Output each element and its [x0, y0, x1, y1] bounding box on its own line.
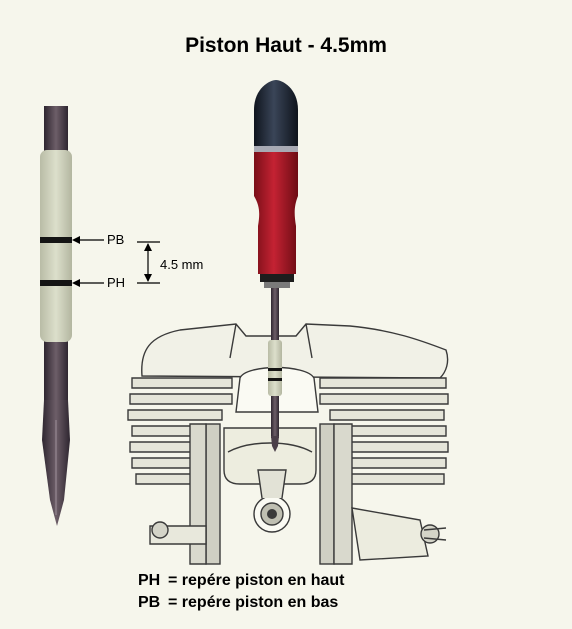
- legend-ph: PH = repére piston en haut: [138, 572, 344, 590]
- tape-sleeve: [40, 150, 72, 342]
- mark-ph: [40, 280, 72, 286]
- label-pb: PB: [107, 232, 125, 247]
- screwdriver-inserted: [254, 80, 298, 452]
- screwdriver-closeup: [40, 106, 72, 526]
- engine-cylinder: [127, 323, 449, 565]
- handle-cap: [254, 80, 298, 146]
- dimension-marker: [137, 241, 160, 284]
- label-gap: 4.5 mm: [160, 257, 204, 272]
- legend-abbr: PH: [138, 572, 161, 589]
- mark-pb: [40, 237, 72, 243]
- legend-pb: PB = repére piston en bas: [138, 594, 338, 612]
- legend-text: = repére piston en haut: [168, 572, 345, 589]
- handle-red: [254, 152, 298, 274]
- legend-text: = repére piston en bas: [168, 594, 339, 611]
- page-title: Piston Haut - 4.5mm: [185, 34, 387, 57]
- marker-arrows: [72, 236, 104, 287]
- label-ph: PH: [107, 275, 126, 290]
- legend-abbr: PB: [138, 594, 161, 611]
